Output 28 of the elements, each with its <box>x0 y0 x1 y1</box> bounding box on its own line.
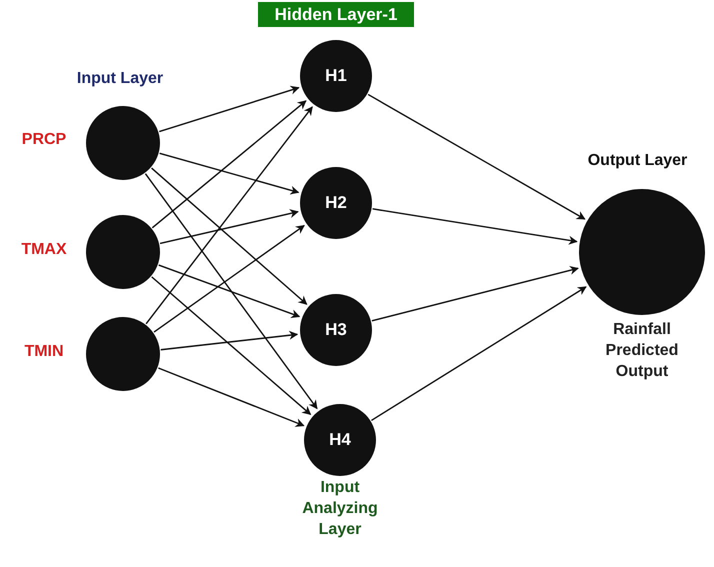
arrow <box>158 367 305 427</box>
arrow <box>151 168 308 305</box>
layer-caption: TMIN <box>23 342 65 362</box>
arrow <box>371 286 587 422</box>
arrow <box>154 224 305 333</box>
neuron-circle: H4 <box>304 404 376 476</box>
layer-caption: PRCP <box>20 130 68 150</box>
arrow <box>160 330 298 350</box>
arrow <box>372 266 579 322</box>
arrow <box>368 94 586 220</box>
arrow <box>152 100 307 228</box>
layer-caption: Input Analyzing Layer <box>301 478 379 540</box>
layer-heading: Hidden Layer-1 <box>258 2 414 27</box>
arrow <box>144 173 318 410</box>
arrow <box>159 86 300 132</box>
layer-label: Output Layer <box>586 152 688 170</box>
neuron-circle: H1 <box>300 40 372 112</box>
arrow <box>151 276 312 416</box>
neuron-circle: H2 <box>300 167 372 239</box>
layer-caption: TMAX <box>20 240 68 260</box>
arrow <box>159 152 300 195</box>
layer-label: Input Layer <box>76 70 164 88</box>
layer-caption: Rainfall Predicted Output <box>604 320 680 382</box>
arrow <box>158 264 300 318</box>
neuron-circle: H3 <box>300 294 372 366</box>
arrow <box>372 208 578 245</box>
arrow <box>146 106 313 324</box>
arrow <box>160 209 299 244</box>
